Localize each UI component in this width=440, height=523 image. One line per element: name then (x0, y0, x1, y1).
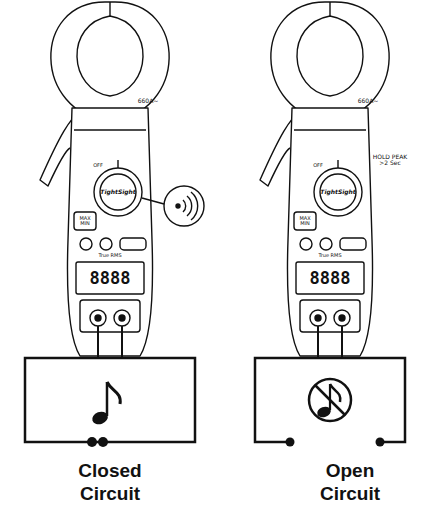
contact-dot (98, 437, 108, 447)
beep-symbol (90, 382, 120, 426)
contact-dot (286, 438, 295, 447)
rating-text: 660A~ (358, 98, 379, 104)
contact-dot (87, 437, 97, 447)
button-text: MAX MIN (78, 216, 92, 227)
lcd-digits: 8888 (310, 270, 351, 288)
caption-label: Closed Circuit (65, 460, 155, 506)
button-text: MAX MIN (298, 216, 312, 227)
contact-dot (376, 438, 385, 447)
display-text: True RMS (98, 253, 121, 258)
rating-text: 660A~ (138, 98, 159, 104)
lcd-digits: 8888 (90, 270, 131, 288)
magnifier (142, 186, 204, 226)
clamp-meter (260, 2, 389, 358)
clamp-meter (40, 2, 169, 358)
dial-text: OFF (313, 163, 323, 168)
closed-circuit (25, 358, 195, 442)
open-circuit (255, 358, 405, 442)
mode-note: HOLD PEAK >2 Sec (368, 154, 412, 167)
brand-text: TightSight (100, 189, 135, 195)
no-beep-symbol (309, 379, 351, 421)
dial-text: OFF (93, 163, 103, 168)
caption-label: Open Circuit (305, 460, 395, 506)
display-text: True RMS (318, 253, 341, 258)
brand-text: TightSight (320, 189, 355, 195)
